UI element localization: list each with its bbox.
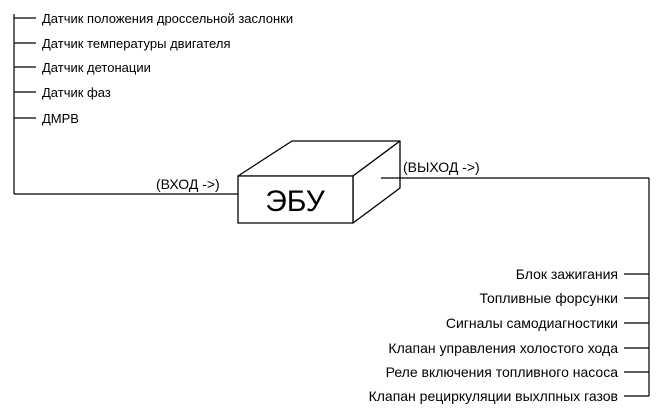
input-label: (ВХОД ->) xyxy=(156,176,220,192)
ecu-title: ЭБУ xyxy=(265,185,326,218)
actuator-label-idle-valve: Клапан управления холостого хода xyxy=(388,340,618,356)
ecu-box-front xyxy=(237,175,354,224)
output-bus xyxy=(381,177,650,397)
actuator-label-diagnostics: Сигналы самодиагностики xyxy=(446,315,618,331)
sensor-label-throttle: Датчик положения дроссельной заслонки xyxy=(42,11,293,26)
input-bus xyxy=(13,14,238,195)
actuator-label-injectors: Топливные форсунки xyxy=(480,290,619,306)
ecu-box xyxy=(237,140,401,224)
actuator-label-fuel-pump-relay: Реле включения топливного насоса xyxy=(386,364,619,380)
sensor-label-phase: Датчик фаз xyxy=(42,85,111,100)
output-label: (ВЫХОД ->) xyxy=(403,159,480,175)
sensor-label-engine-temp: Датчик температуры двигателя xyxy=(42,36,230,51)
sensor-label-maf: ДМРВ xyxy=(42,111,79,126)
actuator-label-ignition: Блок зажигания xyxy=(516,266,618,282)
sensor-label-knock: Датчик детонации xyxy=(42,60,151,75)
actuator-label-egr-valve: Клапан рециркуляции выхлпных газов xyxy=(369,388,618,404)
